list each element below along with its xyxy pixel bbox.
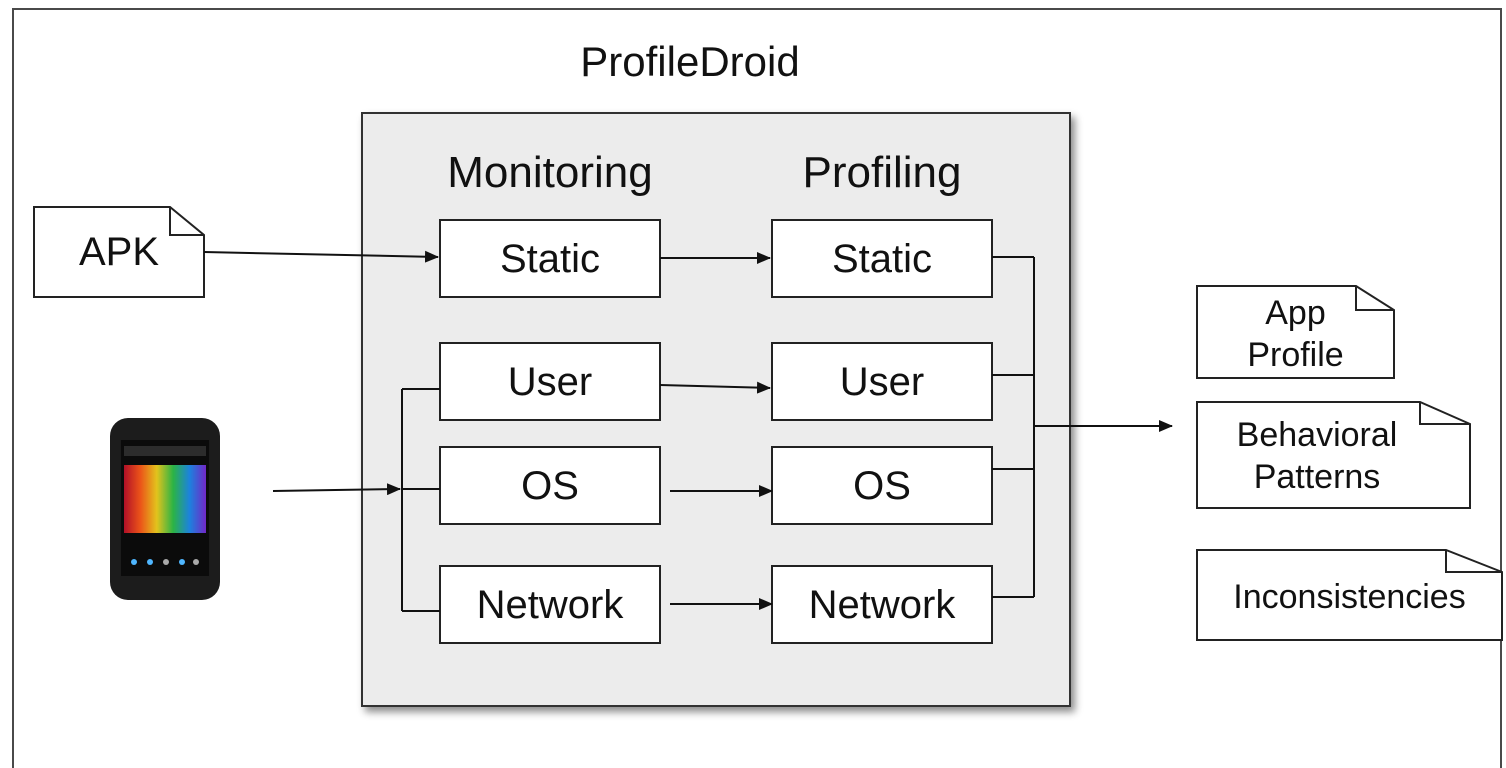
inconsistencies-document-icon <box>1196 549 1503 641</box>
profiling-user-label: User <box>839 360 925 404</box>
behavioral-patterns-label: Behavioral Patterns <box>1197 414 1437 498</box>
monitoring-os-label: OS <box>521 464 579 508</box>
profiling-static-label: Static <box>831 237 933 281</box>
smartphone-icon <box>110 418 220 600</box>
apk-label: APK <box>78 230 160 274</box>
app-profile-label: App Profile <box>1197 292 1394 376</box>
profiling-user-box <box>771 342 993 421</box>
connector-lines <box>203 250 1173 612</box>
monitoring-user-box <box>439 342 661 421</box>
apk-document-icon <box>33 206 205 298</box>
monitoring-user-label: User <box>507 360 593 404</box>
monitoring-network-box <box>439 565 661 644</box>
profiling-network-label: Network <box>808 583 956 627</box>
behavioral-patterns-line-1: Behavioral <box>1236 416 1398 454</box>
app-profile-document-icon <box>1196 285 1395 379</box>
monitoring-os-box <box>439 446 661 525</box>
profiling-os-label: OS <box>853 464 911 508</box>
profiling-static-box <box>771 219 993 298</box>
inconsistencies-label: Inconsistencies <box>1233 578 1466 616</box>
monitoring-network-label: Network <box>476 583 624 627</box>
behavioral-patterns-document-icon <box>1196 401 1471 509</box>
diagram-title: ProfileDroid <box>580 38 800 85</box>
monitoring-column-heading: Monitoring <box>447 148 653 197</box>
app-profile-line-2: Profile <box>1247 336 1344 374</box>
monitoring-static-label: Static <box>499 237 601 281</box>
profiling-column-heading: Profiling <box>802 148 962 197</box>
behavioral-patterns-line-2: Patterns <box>1253 458 1381 496</box>
monitoring-static-box <box>439 219 661 298</box>
profiling-network-box <box>771 565 993 644</box>
app-profile-line-1: App <box>1265 294 1326 332</box>
